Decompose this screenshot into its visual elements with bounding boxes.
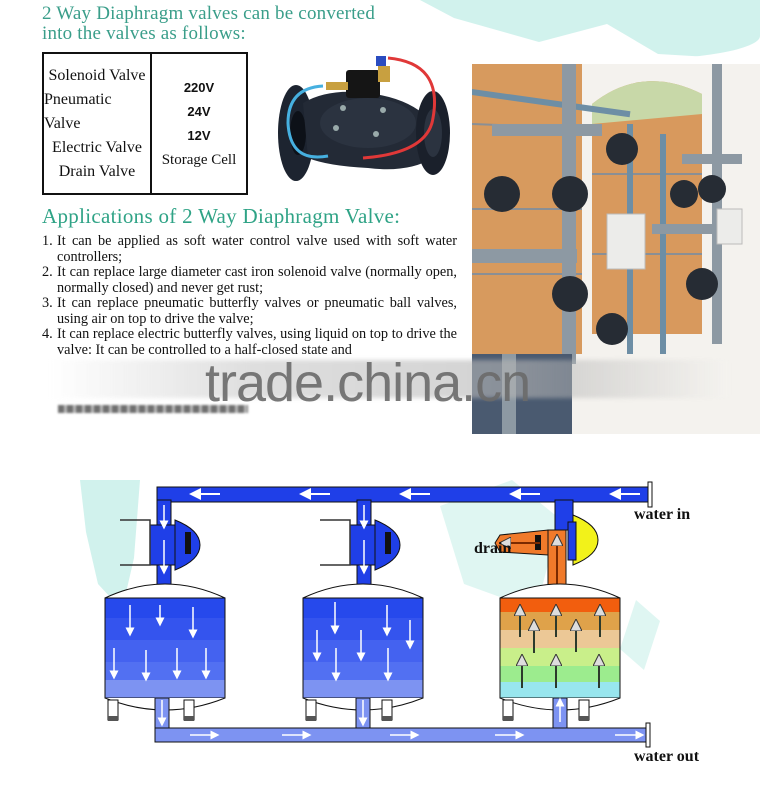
water-in-label: water in xyxy=(634,506,691,523)
backwash-flow-diagram: water in drain water out xyxy=(0,470,760,800)
item-text: It can replace large diameter cast iron … xyxy=(57,264,457,296)
watermark: trade.china.cn xyxy=(0,352,760,413)
diaphragm-valve-image xyxy=(278,56,450,181)
watermark-band xyxy=(50,360,730,398)
flow-diagram-svg xyxy=(104,481,653,748)
item-text: It can replace electric butterfly valves… xyxy=(57,326,457,358)
application-item: 4. It can replace electric butterfly val… xyxy=(42,326,457,358)
valve-conversion-table: Solenoid Valve Pneumatic Valve Electric … xyxy=(42,52,248,195)
valve-type: Electric Valve xyxy=(52,138,142,156)
valve-types-column: Solenoid Valve Pneumatic Valve Electric … xyxy=(44,54,152,193)
intro-line-2: into the valves as follows: xyxy=(42,23,246,44)
applications-title: Applications of 2 Way Diaphragm Valve: xyxy=(42,204,401,228)
item-text: It can be applied as soft water control … xyxy=(57,233,457,265)
valve-type: Drain Valve xyxy=(58,162,136,180)
valve-type: Solenoid Valve xyxy=(48,66,146,84)
item-number: 2. xyxy=(42,264,53,280)
application-item: 2. It can replace large diameter cast ir… xyxy=(42,264,457,296)
intro-line-1: 2 Way Diaphragm valves can be converted xyxy=(42,3,376,24)
application-item: 1. It can be applied as soft water contr… xyxy=(42,233,457,265)
intro-text: 2 Way Diaphragm valves can be converted … xyxy=(42,4,375,44)
drain-label: drain xyxy=(474,540,512,557)
item-text: It can replace pneumatic butterfly valve… xyxy=(57,295,457,327)
power-value: Storage Cell xyxy=(161,151,237,168)
power-value: 12V xyxy=(187,127,211,143)
valve-type: Pneumatic Valve xyxy=(44,90,112,132)
item-number: 4. xyxy=(42,326,53,342)
application-item: 3. It can replace pneumatic butterfly va… xyxy=(42,295,457,327)
water-out-label: water out xyxy=(634,748,700,765)
watermark-text: trade.china.cn xyxy=(205,353,531,413)
power-value: 24V xyxy=(187,103,211,119)
power-column: 220V 24V 12V Storage Cell xyxy=(152,54,246,193)
background-map-shape xyxy=(420,0,760,60)
item-number: 3. xyxy=(42,295,53,311)
item-number: 1. xyxy=(42,233,53,249)
power-value: 220V xyxy=(183,79,215,95)
applications-list: 1. It can be applied as soft water contr… xyxy=(42,233,457,358)
obscured-text-line xyxy=(58,405,248,413)
